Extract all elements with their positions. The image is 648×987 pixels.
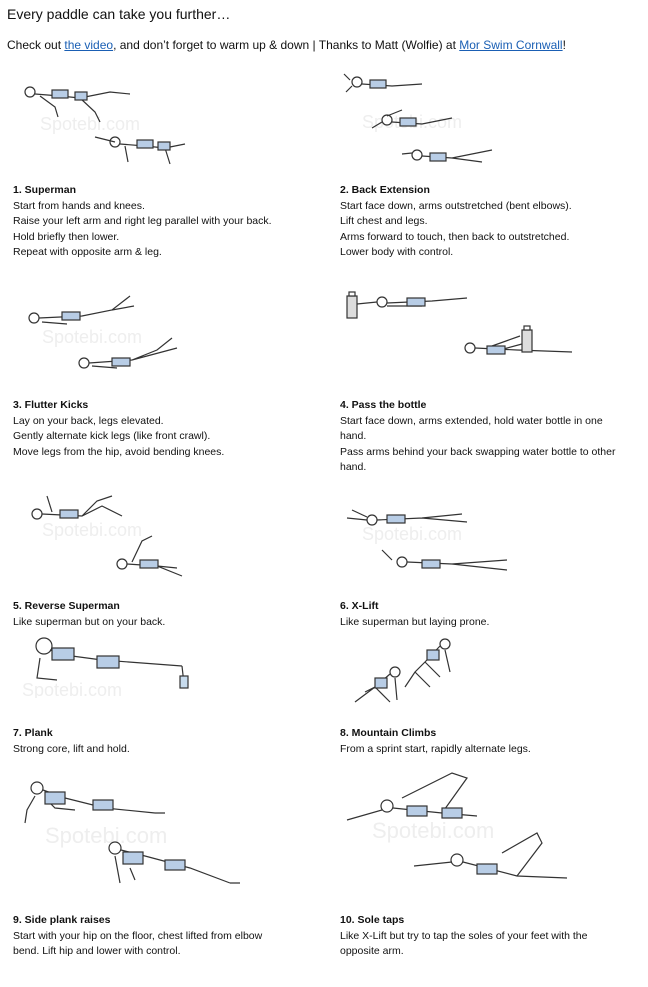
exercise-heading: 9. Side plank raises (13, 914, 111, 926)
exercise-7: 7. Plank Strong core, lift and hold. (13, 726, 328, 757)
exercise-line: bend. Lift hip and lower with control. (13, 945, 181, 957)
reverse-superman-illustration: Spotebi.com (22, 486, 187, 586)
svg-text:Spotebi.com: Spotebi.com (362, 524, 462, 544)
intro-text-end: ! (562, 38, 566, 52)
exercise-5: 5. Reverse Superman Like superman but on… (13, 599, 328, 630)
exercise-1: 1. Superman Start from hands and knees. … (13, 183, 328, 261)
plank-illustration: Spotebi.com (22, 628, 197, 698)
side-plank-raises-illustration: Spotebi.com (15, 768, 245, 898)
exercise-heading: 1. Superman (13, 184, 77, 196)
exercise-3: 3. Flutter Kicks Lay on your back, legs … (13, 398, 328, 460)
exercise-heading: 6. X-Lift (340, 600, 379, 612)
exercise-10: 10. Sole taps Like X-Lift but try to tap… (340, 913, 645, 960)
page-title: Every paddle can take you further… (7, 6, 231, 22)
exercise-line: Start face down, arms outstretched (bent… (340, 199, 572, 212)
superman-illustration: Spotebi.com (20, 72, 190, 172)
intro-text-middle: , and don’t forget to warm up & down | T… (113, 38, 460, 52)
intro-text: Check out the video, and don’t forget to… (7, 38, 566, 52)
exercise-line: opposite arm. (340, 945, 404, 957)
exercise-line: Like superman but on your back. (13, 615, 166, 628)
exercise-line: Start face down, arms extended, hold wat… (340, 414, 603, 427)
exercise-heading: 8. Mountain Climbs (340, 727, 437, 739)
svg-text:Spotebi.com: Spotebi.com (42, 520, 142, 540)
exercise-line: Pass arms behind your back swapping wate… (340, 445, 616, 458)
exercise-line: Arms forward to touch, then back to outs… (340, 230, 570, 243)
exercise-line: Raise your left arm and right leg parall… (13, 215, 272, 227)
exercise-line: hand. (340, 461, 367, 473)
club-link[interactable]: Mor Swim Cornwall (459, 38, 563, 52)
svg-text:Spotebi.com: Spotebi.com (40, 114, 140, 134)
exercise-4: 4. Pass the bottle Start face down, arms… (340, 398, 645, 476)
svg-text:Spotebi.com: Spotebi.com (42, 327, 142, 347)
svg-text:Spotebi.com: Spotebi.com (372, 818, 494, 843)
intro-text-start: Check out (7, 38, 65, 52)
exercise-line: Lay on your back, legs elevated. (13, 414, 164, 427)
mountain-climbs-illustration (345, 632, 475, 712)
exercise-line: Move legs from the hip, avoid bending kn… (13, 445, 225, 458)
back-extension-illustration: Spotebi.com (342, 70, 512, 170)
exercise-line: hand. (340, 430, 367, 442)
pass-the-bottle-illustration (342, 286, 582, 376)
sole-taps-illustration: Spotebi.com (342, 768, 572, 898)
exercise-line: Start from hands and knees. (13, 199, 145, 212)
svg-text:Spotebi.com: Spotebi.com (45, 823, 167, 848)
exercise-heading: 10. Sole taps (340, 914, 405, 926)
x-lift-illustration: Spotebi.com (342, 490, 522, 585)
exercise-heading: 7. Plank (13, 727, 53, 739)
exercise-9: 9. Side plank raises Start with your hip… (13, 913, 328, 960)
exercise-line: From a sprint start, rapidly alternate l… (340, 742, 531, 755)
video-link[interactable]: the video (64, 38, 114, 52)
exercise-8: 8. Mountain Climbs From a sprint start, … (340, 726, 645, 757)
exercise-heading: 5. Reverse Superman (13, 600, 120, 612)
flutter-kicks-illustration: Spotebi.com (22, 288, 187, 383)
exercise-2: 2. Back Extension Start face down, arms … (340, 183, 645, 261)
exercise-line: Hold briefly then lower. (13, 230, 120, 243)
exercise-line: Lift chest and legs. (340, 215, 428, 227)
exercise-heading: 3. Flutter Kicks (13, 399, 89, 411)
exercise-heading: 4. Pass the bottle (340, 399, 427, 411)
svg-text:Spotebi.com: Spotebi.com (22, 680, 122, 698)
exercise-line: Lower body with control. (340, 246, 454, 258)
exercise-line: Like superman but laying prone. (340, 615, 490, 628)
exercise-line: Strong core, lift and hold. (13, 742, 130, 755)
exercise-line: Start with your hip on the floor, chest … (13, 929, 263, 942)
exercise-line: Like X-Lift but try to tap the soles of … (340, 929, 588, 942)
exercise-line: Repeat with opposite arm & leg. (13, 246, 162, 258)
exercise-6: 6. X-Lift Like superman but laying prone… (340, 599, 645, 630)
exercise-heading: 2. Back Extension (340, 184, 430, 196)
exercise-line: Gently alternate kick legs (like front c… (13, 430, 211, 442)
